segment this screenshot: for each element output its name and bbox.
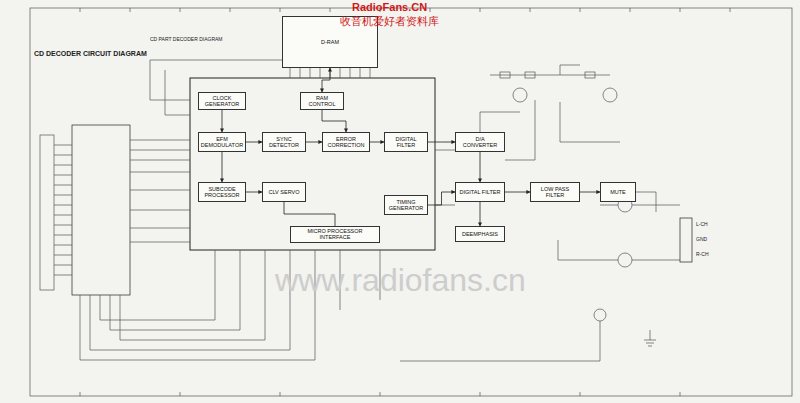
function-block: CLOCK GENERATOR [198,92,246,110]
function-block: DIGITAL FILTER [384,132,428,152]
signal-connector [480,202,481,226]
ic-wires [80,60,455,360]
signal-connector [322,110,346,132]
signal-connector [306,142,322,143]
resistor-chain [490,65,610,78]
signal-connector [222,110,223,132]
left-ic [72,125,130,295]
function-block: D/A CONVERTER [455,132,505,152]
function-block: TIMING GENERATOR [384,195,428,215]
url-watermark: www.radiofans.cn [275,262,526,299]
signal-connector [370,142,384,143]
function-block: MUTE [600,182,636,202]
function-block: DEEMPHASIS [455,226,505,242]
block-label: RAM CONTROL [303,95,341,108]
drawing-frame [30,8,792,396]
transistor-symbols [400,88,680,361]
function-block: MICRO PROCESSOR INTERFACE [290,226,380,243]
signal-connector [222,152,223,182]
site-watermark: RadioFans.CN [352,1,427,13]
output-connector [680,218,692,262]
block-label: TIMING GENERATOR [387,199,425,212]
block-label: MUTE [610,189,626,195]
function-block: DIGITAL FILTER [455,182,505,202]
decoder-ic-outline [190,78,435,250]
signal-connector [428,142,455,143]
site-watermark: 收音机爱好者资料库 [340,14,439,29]
signal-name: R-CH [696,251,709,257]
section-heading: CD PART DECODER DIAGRAM [150,36,223,42]
signal-name: L-CH [696,221,708,227]
function-block: EFM DEMODULATOR [198,132,246,152]
signal-connector [505,192,530,193]
signal-connector [480,152,481,182]
block-label: DIGITAL FILTER [387,136,425,149]
block-label: CLV SERVO [269,189,300,195]
diagram-title: CD DECODER CIRCUIT DIAGRAM [34,50,147,57]
block-label: D-RAM [321,39,339,45]
function-block: LOW PASS FILTER [530,182,580,202]
signal-connector [284,202,335,226]
signal-connector [322,68,330,92]
block-label: EFM DEMODULATOR [201,136,243,149]
signal-connector [428,192,455,205]
function-block: SUBCODE PROCESSOR [198,182,246,202]
block-label: ERROR CORRECTION [325,136,367,149]
left-connector [40,135,54,290]
signal-connector [246,142,262,143]
block-label: SUBCODE PROCESSOR [201,186,243,199]
function-block: ERROR CORRECTION [322,132,370,152]
block-label: LOW PASS FILTER [533,186,577,199]
block-label: MICRO PROCESSOR INTERFACE [293,228,377,241]
function-block: CLV SERVO [262,182,306,202]
function-block: RAM CONTROL [300,92,344,110]
block-label: SYNC DETECTOR [265,136,303,149]
block-label: DEEMPHASIS [462,231,498,237]
signal-connector [580,192,600,193]
block-label: CLOCK GENERATOR [201,95,243,108]
block-label: DIGITAL FILTER [460,189,501,195]
frame-ticks [80,8,730,396]
connector-pins [54,145,72,275]
block-label: D/A CONVERTER [458,136,502,149]
function-block: SYNC DETECTOR [262,132,306,152]
signal-connector [246,192,262,193]
ground-symbols [644,330,656,346]
signal-name: GND [696,236,707,242]
